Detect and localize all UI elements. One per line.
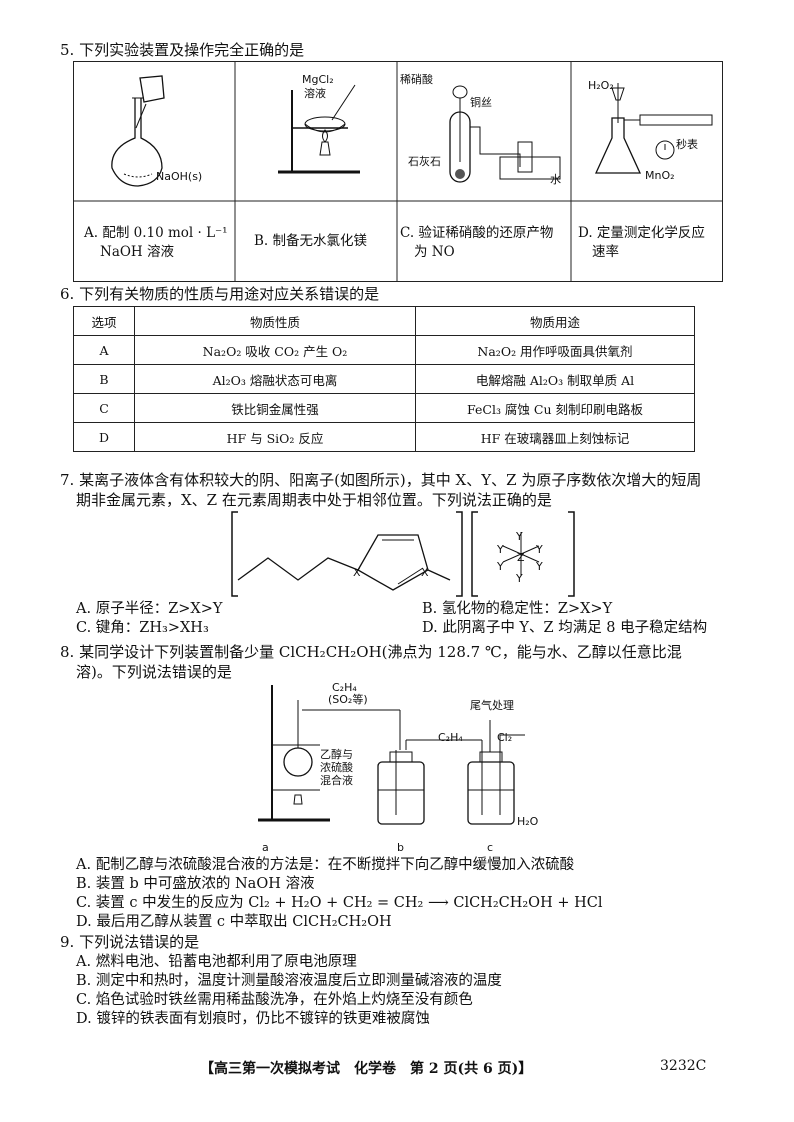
atom-z-center: Z <box>517 551 525 564</box>
label-mix-1: 乙醇与 <box>320 748 353 761</box>
table-row: A Na₂O₂ 吸收 CO₂ 产生 O₂ Na₂O₂ 用作呼吸面具供氧剂 <box>73 335 695 365</box>
label-water: 水 <box>550 173 561 186</box>
q8-stem-line2: 溶)。下列说法错误的是 <box>76 663 232 681</box>
q9-option-c: C. 焰色试验时铁丝需用稀盐酸洗净，在外焰上灼烧至没有颜色 <box>76 992 473 1008</box>
q5-d-caption-2: 速率 <box>592 244 619 260</box>
table-row: C 铁比铜金属性强 FeCl₃ 腐蚀 Cu 刻制印刷电路板 <box>73 393 695 423</box>
label-h2o: H₂O <box>517 815 539 828</box>
q8-stem-line1: 8. 某同学设计下列装置制备少量 ClCH₂CH₂OH(沸点为 128.7 ℃，… <box>60 643 682 661</box>
label-stopwatch: 秒表 <box>676 138 698 151</box>
row-use: Na₂O₂ 用作呼吸面具供氧剂 <box>415 335 695 365</box>
table-header-row: 选项 物质性质 物质用途 <box>73 306 695 336</box>
label-apparatus-c: c <box>487 841 494 854</box>
q5-d-caption-1: D. 定量测定化学反应 <box>578 225 705 241</box>
row-option: D <box>73 422 135 452</box>
atom-y-upper-right: Y <box>536 543 543 556</box>
row-property: 铁比铜金属性强 <box>134 393 416 423</box>
label-h2o2: H₂O₂ <box>588 79 614 92</box>
chlorohydrin-apparatus <box>258 685 525 825</box>
label-tail-gas: 尾气处理 <box>470 699 514 712</box>
q5-a-caption-1: A. 配制 0.10 mol · L⁻¹ <box>84 225 228 241</box>
label-apparatus-b: b <box>397 841 404 854</box>
label-cl2: Cl₂ <box>497 731 513 744</box>
q7-option-d: D. 此阴离子中 Y、Z 均满足 8 电子稳定结构 <box>422 620 708 636</box>
q5-figure-box <box>73 61 723 282</box>
label-copper-wire: 铜丝 <box>470 96 492 109</box>
atom-y-upper-left: Y <box>497 543 504 556</box>
row-property: HF 与 SiO₂ 反应 <box>134 422 416 452</box>
label-limestone: 石灰石 <box>408 155 441 168</box>
evaporating-dish-diagram <box>278 84 360 174</box>
header-property: 物质性质 <box>134 306 416 336</box>
row-option: B <box>73 364 135 394</box>
header-use: 物质用途 <box>415 306 695 336</box>
q5-c-caption-2: 为 NO <box>414 244 455 260</box>
rate-measurement-diagram <box>594 83 713 174</box>
label-mix-2: 浓硫酸 <box>320 761 353 774</box>
q8-option-c: C. 装置 c 中发生的反应为 Cl₂ + H₂O + CH₂ = CH₂ ⟶ … <box>76 895 603 911</box>
q5-a-caption-2: NaOH 溶液 <box>100 244 174 260</box>
q9-option-b: B. 测定中和热时，温度计测量酸溶液温度后立即测量碱溶液的温度 <box>76 973 502 989</box>
label-mix-3: 混合液 <box>320 774 353 787</box>
q5-stem: 5. 下列实验装置及操作完全正确的是 <box>60 41 305 59</box>
label-so2-etc: (SO₂等) <box>328 693 368 706</box>
header-option: 选项 <box>73 306 135 336</box>
label-solution: 溶液 <box>304 87 326 100</box>
atom-y-top: Y <box>516 530 523 543</box>
label-c2h4-top: C₂H₄ <box>332 681 357 694</box>
q7-option-c: C. 键角：ZH₃>XH₃ <box>76 620 209 636</box>
table-row: D HF 与 SiO₂ 反应 HF 在玻璃器皿上刻蚀标记 <box>73 422 695 452</box>
row-use: 电解熔融 Al₂O₃ 制取单质 Al <box>415 364 695 394</box>
q7-stem-line2: 期非金属元素，X、Z 在元素周期表中处于相邻位置。下列说法正确的是 <box>76 491 552 509</box>
q6-table: 选项 物质性质 物质用途 A Na₂O₂ 吸收 CO₂ 产生 O₂ Na₂O₂ … <box>73 306 695 452</box>
q5-b-caption: B. 制备无水氯化镁 <box>254 233 368 249</box>
no-verification-diagram <box>449 85 561 183</box>
q9-stem: 9. 下列说法错误的是 <box>60 933 200 951</box>
atom-x-left: X <box>353 566 361 579</box>
q8-option-d: D. 最后用乙醇从装置 c 中萃取出 ClCH₂CH₂OH <box>76 914 392 930</box>
q9-option-a: A. 燃料电池、铅蓄电池都利用了原电池原理 <box>76 954 357 970</box>
row-property: Na₂O₂ 吸收 CO₂ 产生 O₂ <box>134 335 416 365</box>
q8-option-a: A. 配制乙醇与浓硫酸混合液的方法是：在不断搅拌下向乙醇中缓慢加入浓硫酸 <box>76 857 575 873</box>
row-option: A <box>73 335 135 365</box>
row-option: C <box>73 393 135 423</box>
atom-y-lower-right: Y <box>536 560 543 573</box>
q5-panel-dividers <box>73 61 723 282</box>
label-apparatus-a: a <box>262 841 269 854</box>
row-use: FeCl₃ 腐蚀 Cu 刻制印刷电路板 <box>415 393 695 423</box>
label-c2h4-mid: C₂H₄ <box>438 731 463 744</box>
label-mgcl2: MgCl₂ <box>302 73 334 86</box>
atom-x-right: X <box>421 566 429 579</box>
paper-code: 3232C <box>660 1058 707 1074</box>
row-use: HF 在玻璃器皿上刻蚀标记 <box>415 422 695 452</box>
q7-option-a: A. 原子半径：Z>X>Y <box>76 601 223 617</box>
q8-option-b: B. 装置 b 中可盛放浓的 NaOH 溶液 <box>76 876 315 892</box>
page-footer: 【高三第一次模拟考试 化学卷 第 2 页(共 6 页)】 <box>200 1061 533 1077</box>
q5-c-caption-1: C. 验证稀硝酸的还原产物 <box>400 225 554 241</box>
ionic-liquid-structure <box>231 511 575 597</box>
q6-stem: 6. 下列有关物质的性质与用途对应关系错误的是 <box>60 285 380 303</box>
q9-option-d: D. 镀锌的铁表面有划痕时，仍比不镀锌的铁更难被腐蚀 <box>76 1011 430 1027</box>
row-property: Al₂O₃ 熔融状态可电离 <box>134 364 416 394</box>
q7-option-b: B. 氢化物的稳定性：Z>X>Y <box>422 601 613 617</box>
label-dilute-nitric: 稀硝酸 <box>400 73 433 86</box>
atom-y-lower-left: Y <box>497 560 504 573</box>
label-naoh-solid: NaOH(s) <box>156 170 203 183</box>
table-row: B Al₂O₃ 熔融状态可电离 电解熔融 Al₂O₃ 制取单质 Al <box>73 364 695 394</box>
label-mno2: MnO₂ <box>645 169 675 182</box>
atom-y-bottom: Y <box>516 572 523 585</box>
q7-stem-line1: 7. 某离子液体含有体积较大的阴、阳离子(如图所示)，其中 X、Y、Z 为原子序… <box>60 471 702 489</box>
volumetric-flask-diagram <box>111 75 165 187</box>
